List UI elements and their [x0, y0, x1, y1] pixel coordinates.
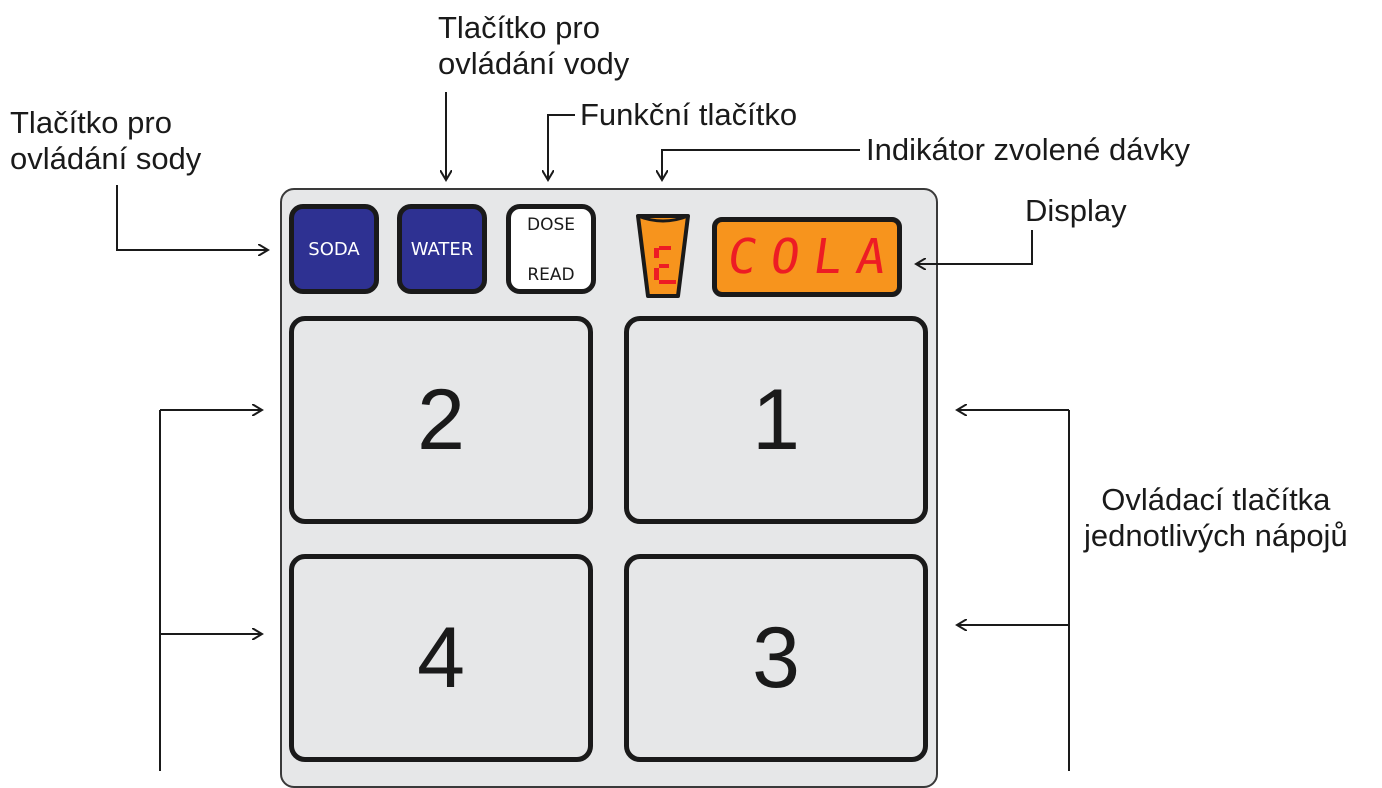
function-label: Funkční tlačítko	[580, 97, 798, 132]
cup-icon	[636, 214, 690, 298]
water-label-line2: ovládání vody	[438, 46, 630, 81]
dose-read-button[interactable]: DOSE READ	[506, 204, 596, 294]
drinks-label-line2: jednotlivých nápojů	[1084, 518, 1348, 553]
display-label: Display	[1025, 193, 1127, 228]
soda-label-line2: ovládání sody	[10, 141, 202, 176]
drinks-label-line1: Ovládací tlačítka	[1101, 482, 1331, 517]
drinks-label: Ovládací tlačítka jednotlivých nápojů	[1084, 482, 1348, 554]
soda-button[interactable]: SODA	[289, 204, 379, 294]
water-button-label: WATER	[410, 238, 474, 260]
drink-button-1-label: 1	[752, 371, 800, 468]
soda-label: Tlačítko pro ovládání sody	[10, 105, 201, 177]
cola-display: COLA	[712, 217, 904, 297]
read-button-label: READ	[527, 265, 575, 285]
dose-indicator-label: Indikátor zvolené dávky	[866, 132, 1190, 167]
drink-button-2[interactable]: 2	[289, 316, 593, 524]
water-label-line1: Tlačítko pro	[438, 10, 600, 45]
dose-callout-arrow	[662, 149, 860, 180]
drink-button-4-label: 4	[417, 609, 465, 706]
display-text: COLA	[724, 229, 904, 285]
drink-button-3-label: 3	[752, 609, 800, 706]
drink-button-2-label: 2	[417, 371, 465, 468]
function-callout-arrow	[548, 114, 575, 180]
water-label: Tlačítko pro ovládání vody	[438, 10, 629, 82]
drink-button-3[interactable]: 3	[624, 554, 928, 762]
dose-button-label: DOSE	[526, 215, 575, 235]
soda-label-line1: Tlačítko pro	[10, 105, 172, 140]
water-button[interactable]: WATER	[397, 204, 487, 294]
soda-button-label: SODA	[308, 238, 360, 260]
drink-button-4[interactable]: 4	[289, 554, 593, 762]
soda-callout-arrow	[116, 185, 268, 250]
drink-button-1[interactable]: 1	[624, 316, 928, 524]
